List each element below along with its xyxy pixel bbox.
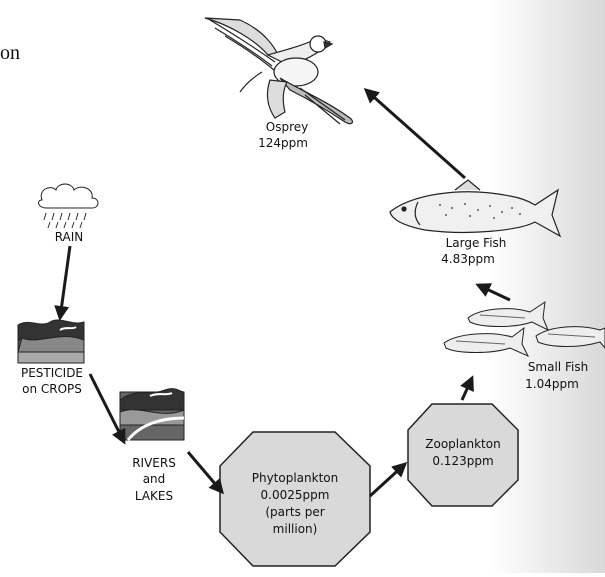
rivers-label-line1: RIVERS bbox=[132, 456, 176, 470]
pesticide-label-line2: on CROPS bbox=[22, 382, 82, 396]
arrow-rain-to-pesticide bbox=[60, 246, 70, 318]
large-fish-value-label: 4.83ppm bbox=[441, 252, 495, 266]
arrow-large-fish-to-osprey bbox=[366, 90, 465, 178]
rain-label: RAIN bbox=[55, 230, 84, 244]
phytoplankton-note-line2: million) bbox=[273, 522, 318, 536]
arrow-phytoplankton-to-zooplankton bbox=[370, 464, 405, 496]
zooplankton-name-label: Zooplankton bbox=[425, 437, 500, 451]
cropped-text-fragment: on bbox=[0, 42, 20, 65]
arrow-zooplankton-to-small-fish bbox=[462, 378, 472, 400]
rivers-label-line3: LAKES bbox=[135, 489, 173, 503]
osprey-value-label: 124ppm bbox=[258, 136, 308, 150]
zooplankton-value-label: 0.123ppm bbox=[432, 454, 493, 468]
small-fish-name-label: Small Fish bbox=[528, 360, 588, 374]
rain-cloud-icon bbox=[39, 184, 98, 228]
arrow-pesticide-to-rivers bbox=[90, 374, 124, 442]
phytoplankton-name-label: Phytoplankton bbox=[252, 471, 339, 485]
large-fish-name-label: Large Fish bbox=[446, 236, 507, 250]
pesticide-label-line1: PESTICIDE bbox=[21, 366, 83, 380]
osprey-name-label: Osprey bbox=[266, 120, 308, 134]
arrow-rivers-to-phytoplankton bbox=[188, 452, 222, 492]
phytoplankton-note-line1: (parts per bbox=[265, 505, 324, 519]
osprey-icon bbox=[205, 18, 352, 124]
rivers-label-line2: and bbox=[143, 472, 166, 486]
rivers-lakes-icon bbox=[120, 389, 184, 440]
phytoplankton-value-label: 0.0025ppm bbox=[261, 488, 330, 502]
pesticide-crops-icon bbox=[18, 320, 84, 363]
small-fish-value-label: 1.04ppm bbox=[525, 377, 579, 391]
